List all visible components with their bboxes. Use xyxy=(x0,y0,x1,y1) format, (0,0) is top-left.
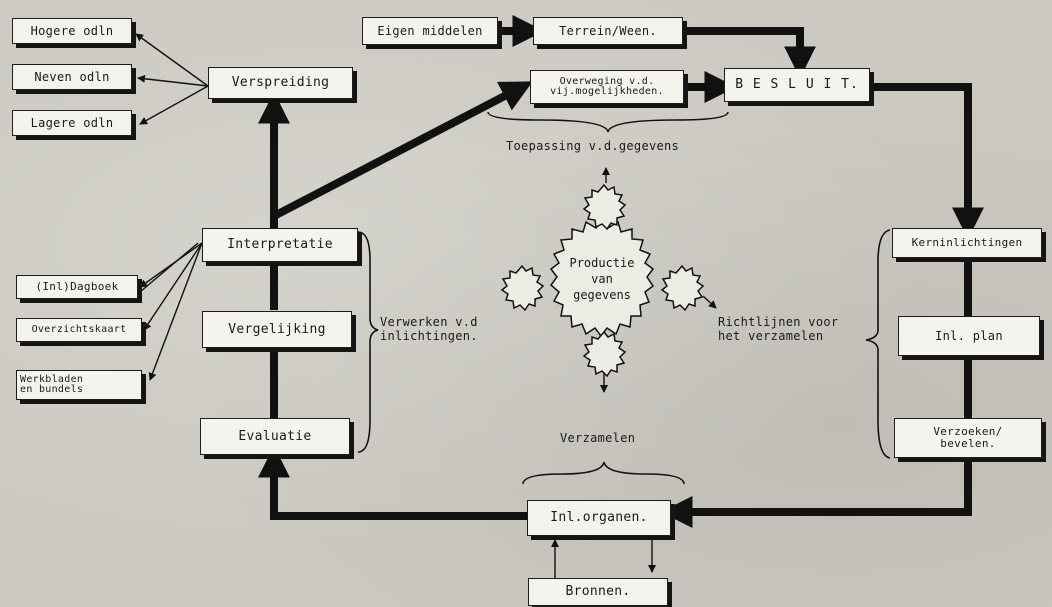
box-verzoeken-bevelen: Verzoeken/ bevelen. xyxy=(894,418,1042,458)
box-werkbladen-label-2: en bundels xyxy=(20,384,84,395)
brace-richtlijnen xyxy=(865,229,891,459)
arrow-verzoeken-to-inlorganen xyxy=(660,458,972,528)
box-besluit: B E S L U I T. xyxy=(724,68,870,102)
box-terrein-ween: Terrein/Ween. xyxy=(533,17,683,45)
box-lagere-label: Lagere odln xyxy=(30,115,114,130)
box-inl-plan: Inl. plan xyxy=(898,316,1040,356)
box-evaluatie: Evaluatie xyxy=(200,418,350,455)
box-vergelijking: Vergelijking xyxy=(202,311,352,348)
arrow-besluit-to-kerninlichtingen xyxy=(870,83,984,240)
box-besluit-label: B E S L U I T. xyxy=(735,77,859,93)
box-inl-plan-label: Inl. plan xyxy=(935,328,1003,343)
box-neven-odln: Neven odln xyxy=(12,64,132,90)
box-interpretatie-label: Interpretatie xyxy=(227,237,333,253)
box-neven-label: Neven odln xyxy=(34,69,110,84)
box-vergelijking-label: Vergelijking xyxy=(228,321,326,337)
label-verwerken-2: inlichtingen. xyxy=(380,328,478,343)
label-verwerken-1: Verwerken v.d xyxy=(380,315,478,329)
box-dagboek-label: (Inl)Dagboek xyxy=(35,280,119,294)
box-overzichtskaart-label: Overzichtskaart xyxy=(31,323,127,335)
box-interpretatie: Interpretatie xyxy=(202,228,358,262)
label-richtlijnen: Richtlijnen voor het verzamelen xyxy=(718,315,839,344)
gear-icon-right xyxy=(661,265,704,311)
label-productie-2: van xyxy=(591,272,613,287)
box-bronnen: Bronnen. xyxy=(528,578,668,606)
box-inl-organen: Inl.organen. xyxy=(527,500,671,536)
label-richtlijnen-2: het verzamelen xyxy=(718,328,824,343)
box-overzichtskaart: Overzichtskaart xyxy=(16,318,142,342)
box-overweging-label-2: vij.mogelijkheden. xyxy=(550,86,664,97)
box-lagere-odln: Lagere odln xyxy=(12,110,132,136)
brace-verwerken xyxy=(357,231,379,453)
arrow-terrein-to-besluit xyxy=(683,27,816,79)
gear-icon-left xyxy=(501,265,544,311)
box-eigen-middelen-label: Eigen middelen xyxy=(377,23,483,38)
box-verzoeken-label-1: Verzoeken/ xyxy=(933,425,1003,439)
box-overweging: Overweging v.d. vij.mogelijkheden. xyxy=(530,70,684,104)
box-hogere-odln: Hogere odln xyxy=(12,18,132,44)
box-eigen-middelen: Eigen middelen xyxy=(362,17,498,45)
box-evaluatie-label: Evaluatie xyxy=(238,428,312,444)
box-verspreiding-label: Verspreiding xyxy=(231,75,330,91)
box-werkbladen-label-1: Werkbladen xyxy=(20,373,84,385)
gear-icon-bottom xyxy=(583,331,626,377)
box-verspreiding: Verspreiding xyxy=(208,67,353,99)
label-verwerken: Verwerken v.d inlichtingen. xyxy=(380,315,478,344)
arrow-interpretatie-to-overweging xyxy=(274,81,533,219)
label-productie-3: gegevens xyxy=(573,288,631,303)
brace-toepassing xyxy=(487,111,729,133)
brace-verzamelen xyxy=(522,461,685,485)
arrow-inlorganen-to-evaluatie xyxy=(258,445,527,520)
box-werkbladen: Werkbladen en bundels xyxy=(16,370,142,400)
box-bronnen-label: Bronnen. xyxy=(565,584,631,600)
box-kerninlichtingen-label: Kerninlichtingen xyxy=(911,236,1023,250)
label-productie-1: Productie xyxy=(569,256,635,270)
box-dagboek: (Inl)Dagboek xyxy=(16,275,138,299)
label-productie: Productie van gegevens xyxy=(560,255,644,304)
box-overweging-label-1: Overweging v.d. xyxy=(559,75,655,87)
label-verzamelen: Verzamelen xyxy=(560,431,636,445)
label-toepassing: Toepassing v.d.gegevens xyxy=(506,139,680,153)
box-kerninlichtingen: Kerninlichtingen xyxy=(892,228,1042,258)
box-terrein-label: Terrein/Ween. xyxy=(559,23,657,38)
box-inl-organen-label: Inl.organen. xyxy=(550,510,648,526)
label-richtlijnen-1: Richtlijnen voor xyxy=(718,315,839,329)
box-hogere-label: Hogere odln xyxy=(30,23,114,38)
box-verzoeken-label-2: bevelen. xyxy=(940,437,996,450)
